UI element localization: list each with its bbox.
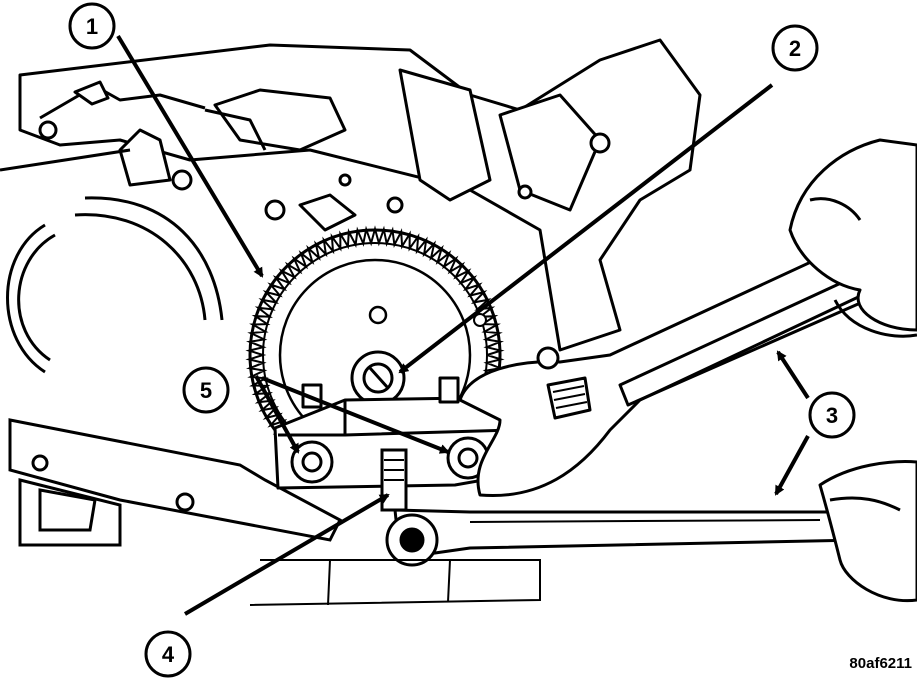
- engine-block: [18, 38, 702, 352]
- callout-3: 3: [808, 391, 856, 439]
- lower-wrench: [385, 508, 862, 567]
- svg-text:3: 3: [826, 403, 838, 428]
- svg-text:1: 1: [86, 14, 98, 39]
- leader-lines: [116, 34, 810, 616]
- callout-1: 1: [68, 2, 116, 50]
- center-bolt: [350, 350, 406, 406]
- holding-tool: [273, 376, 514, 490]
- svg-text:4: 4: [162, 642, 175, 667]
- cylinder-bore: [0, 148, 224, 374]
- svg-text:2: 2: [789, 36, 801, 61]
- callout-5: 5: [182, 366, 230, 414]
- svg-text:5: 5: [200, 378, 212, 403]
- pin-stud: [380, 448, 408, 512]
- adjustable-wrench: [458, 228, 907, 498]
- figure-code: 80af6211: [849, 655, 912, 672]
- hands: [788, 138, 917, 603]
- lower-housing: [8, 418, 342, 547]
- callout-4: 4: [144, 630, 192, 678]
- floor-lines: [249, 559, 541, 606]
- callout-2: 2: [771, 24, 819, 72]
